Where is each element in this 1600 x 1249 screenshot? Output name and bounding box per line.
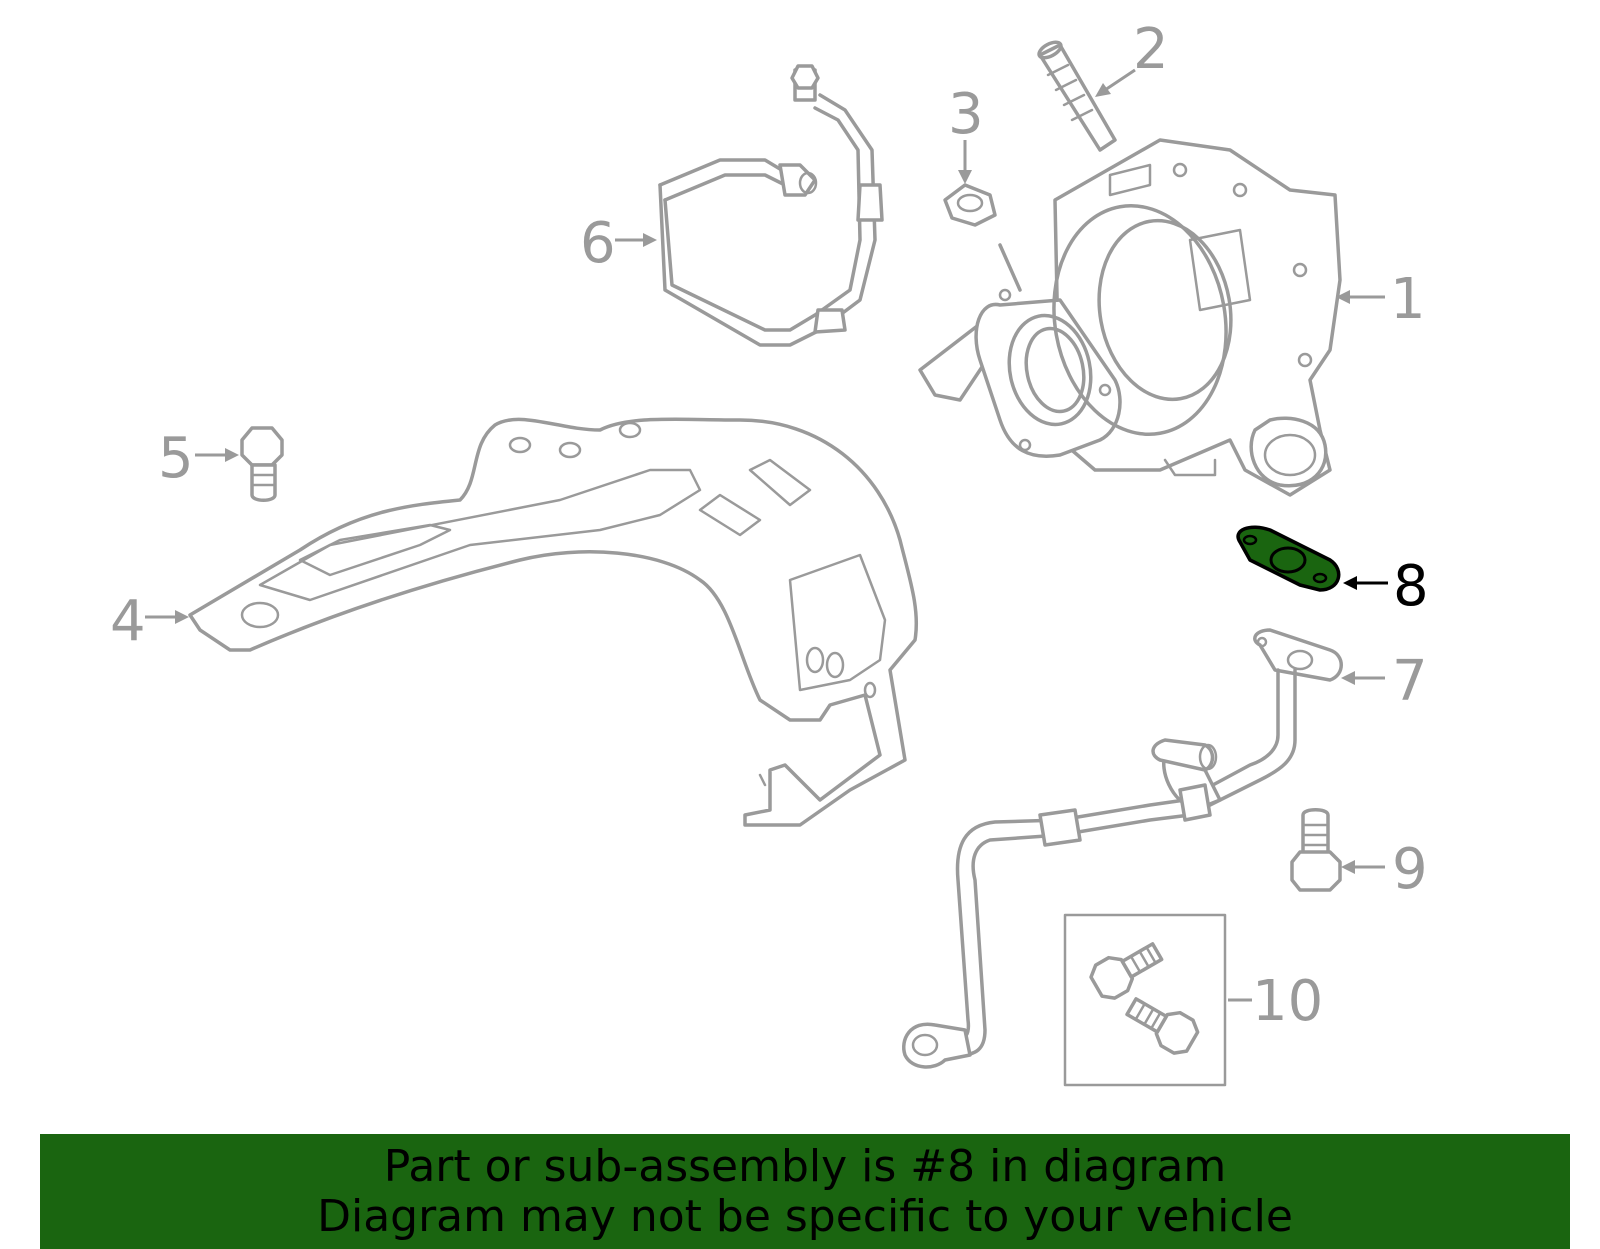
stud-part-2[interactable] [1037, 39, 1117, 152]
bolt-kit-part-10[interactable] [1063, 913, 1227, 1087]
nut-part-3[interactable] [943, 183, 997, 227]
callout-6-label: 6 [580, 211, 616, 276]
banner-line-2: Diagram may not be specific to your vehi… [317, 1190, 1293, 1242]
gasket-part-8[interactable] [1236, 525, 1341, 592]
callout-7-label: 7 [1392, 649, 1428, 714]
callout-5: 5 [158, 426, 239, 491]
callout-9: 9 [1341, 837, 1428, 902]
callout-8: 8 [1343, 554, 1429, 619]
oil-return-line-part-7[interactable] [902, 628, 1343, 1069]
turbocharger-part-1[interactable] [918, 138, 1342, 497]
callout-2: 2 [1095, 17, 1169, 97]
callout-10: 10 [1228, 969, 1323, 1034]
banjo-bolt-part-9[interactable] [1290, 808, 1342, 892]
callout-4-label: 4 [110, 589, 146, 654]
callout-4: 4 [110, 589, 189, 654]
callout-5-label: 5 [158, 426, 194, 491]
callout-2-label: 2 [1133, 17, 1169, 82]
callout-1-label: 1 [1390, 267, 1426, 332]
banner-line-1: Part or sub-assembly is #8 in diagram [383, 1140, 1227, 1192]
callout-1: 1 [1336, 267, 1426, 332]
callout-10-label: 10 [1252, 969, 1323, 1034]
heat-shield-part-4[interactable] [188, 417, 919, 827]
callout-7: 7 [1341, 649, 1428, 714]
oil-feed-line-part-6[interactable] [658, 64, 884, 347]
bolt-part-5[interactable] [240, 426, 284, 502]
info-banner: Part or sub-assembly is #8 in diagram Di… [40, 1134, 1570, 1249]
parts-diagram: 1 2 3 4 5 6 7 8 9 10 [110, 17, 1429, 1087]
callout-6: 6 [580, 211, 657, 276]
callout-3-label: 3 [948, 82, 984, 147]
callout-9-label: 9 [1392, 837, 1428, 902]
callout-3: 3 [948, 82, 984, 184]
callout-8-label: 8 [1393, 554, 1429, 619]
